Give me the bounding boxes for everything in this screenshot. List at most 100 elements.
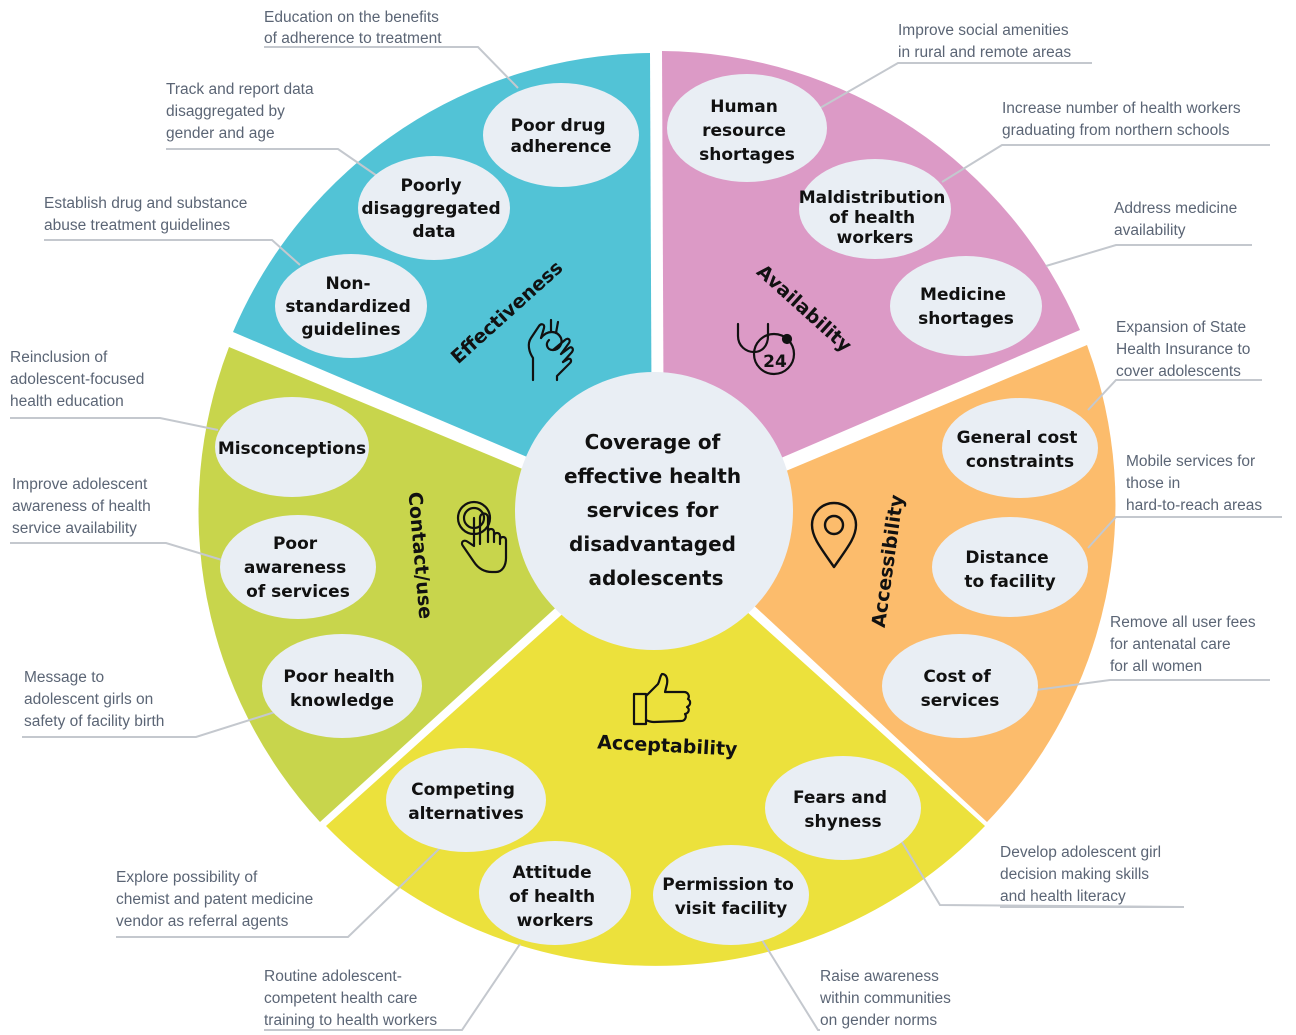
bubble-text-line: shortages: [918, 309, 1014, 329]
annotation-text-line: health education: [10, 393, 124, 410]
bubble-label: Distance to facility: [964, 548, 1055, 592]
touch-hand-icon: [456, 500, 508, 574]
center-title-line: Coverage of: [585, 430, 721, 454]
annotation-text-line: Improve adolescent: [12, 476, 148, 493]
annotation-text-line: adolescent-focused: [10, 371, 144, 388]
leader-raise: [761, 939, 820, 1031]
leader-lines: [10, 46, 1282, 1031]
bubble-text-line: data: [412, 222, 455, 242]
bubble-text-line: knowledge: [290, 691, 394, 711]
bubble-label: Maldistribution of health workers: [799, 188, 952, 248]
bubble-text-line: Poor: [273, 534, 318, 554]
leader-mobile: [1087, 516, 1282, 549]
annotation-text-line: Reinclusion of: [10, 349, 108, 366]
bubble-text-line: Poorly: [400, 176, 461, 196]
center-title-line: effective health: [564, 464, 741, 488]
annotation-text-line: Mobile services for: [1126, 453, 1255, 470]
bubble-text-line: Poor drug: [511, 116, 606, 136]
annotation-improve-awareness: Improve adolescent awareness of health s…: [12, 476, 155, 537]
bubble-non-standardized: [275, 254, 427, 358]
bubble-human-resource: [667, 74, 827, 182]
annotation-text-line: awareness of health: [12, 498, 151, 515]
annotation-mobile: Mobile services for those in hard-to-rea…: [1126, 453, 1262, 514]
location-pin-icon: [810, 501, 858, 569]
annotation-establish: Establish drug and substance abuse treat…: [44, 195, 252, 234]
bubble-fears: [765, 756, 921, 860]
leader-routine: [264, 943, 521, 1031]
bubble-label: General cost constraints: [957, 428, 1084, 472]
annotation-text-line: cover adolescents: [1116, 363, 1241, 380]
thumbs-up-icon: [632, 672, 692, 726]
center-title-line: adolescents: [589, 566, 724, 590]
leader-explore: [116, 847, 441, 938]
bubble-text-line: workers: [837, 228, 914, 248]
bubble-text-line: Non-: [326, 274, 371, 294]
annotation-routine: Routine adolescent- competent health car…: [264, 968, 437, 1029]
bubble-text-line: Distance: [965, 548, 1048, 568]
annotation-text-line: vendor as referral agents: [116, 913, 289, 930]
annotation-reinclusion: Reinclusion of adolescent-focused health…: [10, 349, 149, 410]
leader-expansion: [1087, 379, 1262, 411]
annotation-text-line: of adherence to treatment: [264, 30, 442, 47]
leader-track: [166, 148, 381, 179]
leader-reinclusion: [10, 417, 219, 431]
bubble-text-line: awareness: [244, 558, 346, 578]
bubble-text-line: of services: [246, 582, 350, 602]
bubble-competing: [386, 748, 546, 852]
annotation-text-line: hard-to-reach areas: [1126, 497, 1262, 514]
annotation-text-line: decision making skills: [1000, 866, 1149, 883]
center-hub: Coverage of effective health services fo…: [515, 372, 793, 650]
bubble-poor-awareness: [220, 515, 376, 619]
bubble-text-line: alternatives: [408, 804, 524, 824]
bubble-label: Misconceptions: [218, 439, 366, 459]
bubble-poor-drug-adherence: [483, 83, 639, 187]
bubble-text-line: visit facility: [675, 899, 788, 919]
bubble-permission: [653, 845, 809, 945]
leader-remove-fees: [1035, 679, 1270, 691]
bubble-label: Competing alternatives: [408, 780, 524, 824]
leader-message: [22, 711, 276, 738]
bubble-text-line: guidelines: [301, 320, 400, 340]
annotation-health-workers: Increase number of health workers gradua…: [1002, 100, 1245, 139]
bubble-text-line: constraints: [966, 452, 1074, 472]
bubble-text-line: Maldistribution: [799, 188, 946, 208]
annotation-medicine-avail: Address medicine availability: [1114, 200, 1242, 239]
leader-education: [264, 46, 519, 89]
annotation-text-line: training to health workers: [264, 1012, 437, 1029]
bubble-label: Fears and shyness: [793, 788, 893, 832]
bubble-text-line: General cost: [957, 428, 1078, 448]
bubble-text-line: shyness: [804, 812, 881, 832]
bubble-misconceptions: [215, 397, 369, 497]
center-circle: [515, 372, 793, 650]
svg-text:24: 24: [763, 352, 787, 372]
barrier-bubbles: Poor drug adherence Poorly disaggregated…: [215, 74, 1098, 945]
annotation-text-line: Improve social amenities: [898, 22, 1069, 39]
bubble-text-line: Misconceptions: [218, 439, 366, 459]
annotation-text-line: graduating from northern schools: [1002, 122, 1230, 139]
bubble-label: Cost of services: [921, 667, 1000, 711]
annotation-text-line: safety of facility birth: [24, 713, 164, 730]
bubble-text-line: adherence: [511, 137, 612, 157]
bubble-cost-services: [882, 634, 1038, 738]
annotation-text-line: Education on the benefits: [264, 9, 439, 26]
bubble-distance: [932, 517, 1088, 617]
center-title-line: services for: [587, 498, 719, 522]
annotation-text-line: Develop adolescent girl: [1000, 844, 1161, 861]
annotation-text-line: Track and report data: [166, 81, 314, 98]
annotation-text-line: disaggregated by: [166, 103, 285, 120]
bubble-label: Poorly disaggregated data: [361, 176, 506, 242]
bubble-text-line: Attitude: [512, 863, 591, 883]
bubble-text-line: Poor health: [283, 667, 394, 687]
annotation-text-line: Message to: [24, 669, 104, 686]
bubble-text-line: standardized: [285, 297, 410, 317]
bubble-text-line: shortages: [699, 145, 795, 165]
bubble-label: Attitude of health workers: [509, 863, 601, 931]
bubble-text-line: Cost of: [923, 667, 991, 687]
annotation-text-line: chemist and patent medicine: [116, 891, 313, 908]
bubble-label: Poor drug adherence: [511, 116, 612, 157]
annotation-text-line: abuse treatment guidelines: [44, 217, 230, 234]
bubble-text-line: resource: [702, 121, 786, 141]
leader-health-workers: [941, 144, 1270, 183]
annotation-text-line: and health literacy: [1000, 888, 1126, 905]
annotation-text-line: Increase number of health workers: [1002, 100, 1241, 117]
